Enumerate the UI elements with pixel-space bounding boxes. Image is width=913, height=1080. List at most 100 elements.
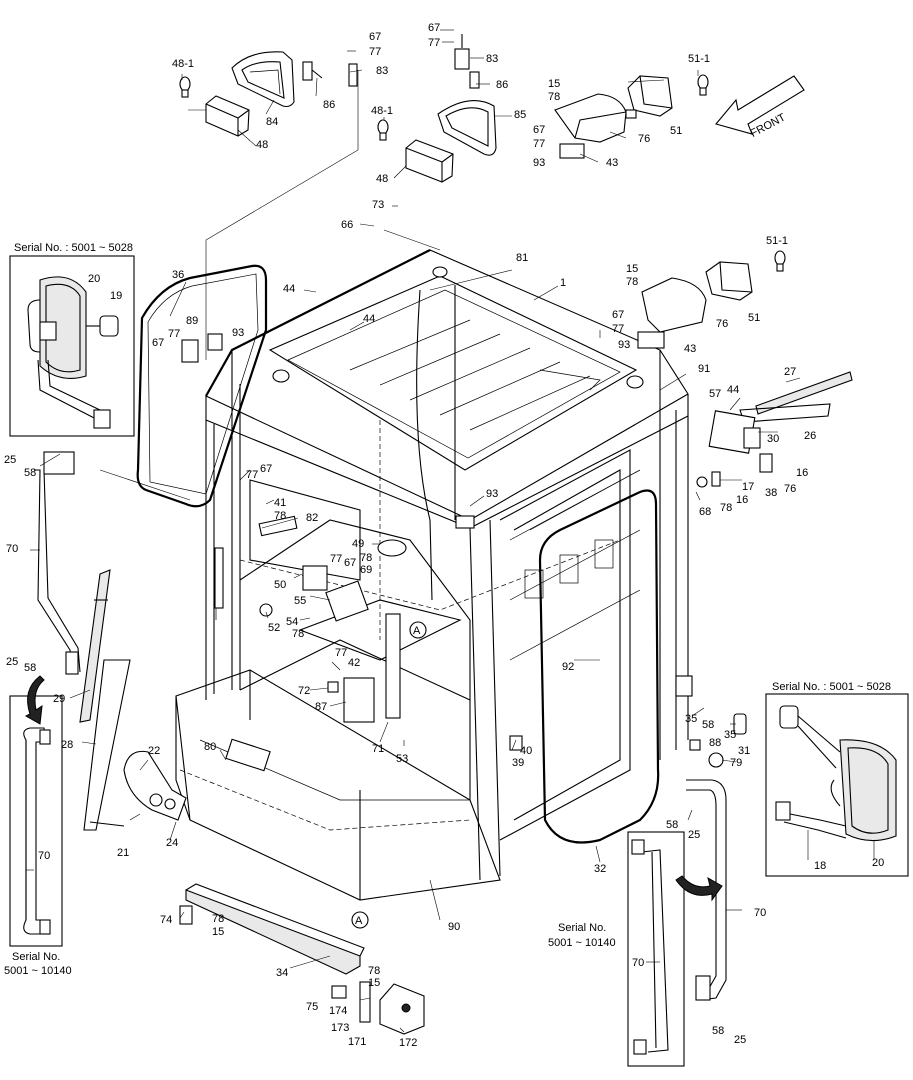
part-label: 172 [399, 1037, 417, 1049]
part-label: 83 [376, 65, 388, 77]
serial-note-bottom-right-1: Serial No. [558, 922, 606, 934]
part-label: 78 [626, 276, 638, 288]
part-label: 74 [160, 914, 172, 926]
part-label: 78 [720, 502, 732, 514]
part-label: 86 [496, 79, 508, 91]
part-label: 93 [533, 157, 545, 169]
part-label: 41 [274, 497, 286, 509]
part-label: 174 [329, 1005, 347, 1017]
part-label: 44 [727, 384, 739, 396]
part-label: 51 [670, 125, 682, 137]
swap-arrow-right [675, 875, 723, 902]
detail-marker-a-2-label: A [355, 915, 363, 927]
handrails [34, 451, 727, 1001]
part-label: 67 [369, 31, 381, 43]
part-label: 67 [612, 309, 624, 321]
part-label: 31 [738, 745, 750, 757]
part-label: 78 [274, 510, 286, 522]
part-label: 51-1 [766, 235, 788, 247]
part-label: 16 [796, 467, 808, 479]
part-label: 77 [612, 323, 624, 335]
serial-note-bottom-left-1: Serial No. [12, 951, 60, 963]
part-label: 25 [4, 454, 16, 466]
part-label: 35 [685, 713, 697, 725]
part-label: 91 [698, 363, 710, 375]
part-label: 58 [712, 1025, 724, 1037]
part-label: 17 [742, 481, 754, 493]
part-label: 40 [520, 745, 532, 757]
serial-note-bottom-left-2: 5001 ~ 10140 [4, 965, 72, 977]
part-label: 51-1 [688, 53, 710, 65]
part-label: 90 [448, 921, 460, 933]
part-label: 77 [369, 46, 381, 58]
part-labels: 67 77 83 86 84 48-1 48 67 77 83 86 85 48… [4, 22, 884, 1049]
part-label: 88 [709, 737, 721, 749]
part-label: 18 [814, 860, 826, 872]
part-label: 25 [688, 829, 700, 841]
part-label: 71 [372, 743, 384, 755]
part-label: 92 [562, 661, 574, 673]
part-label: 89 [186, 315, 198, 327]
detail-box-top-left: Serial No. : 5001 ~ 5028 [9, 242, 135, 437]
detail-box-right: Serial No. : 5001 ~ 5028 [765, 681, 909, 877]
part-label: 57 [709, 388, 721, 400]
work-lamp-assembly-center [377, 34, 497, 183]
part-label: 48 [376, 173, 388, 185]
work-lamp-assembly-right-upper [554, 74, 709, 159]
part-label: 21 [117, 847, 129, 859]
part-label: 43 [684, 343, 696, 355]
serial-note-top-left: Serial No. : 5001 ~ 5028 [14, 242, 133, 254]
part-label: 173 [331, 1022, 349, 1034]
part-label: 93 [618, 339, 630, 351]
detail-marker-a-1: A [409, 621, 427, 639]
part-label: 16 [736, 494, 748, 506]
part-label: 35 [724, 729, 736, 741]
part-label: 15 [368, 977, 380, 989]
leader-lines [26, 29, 875, 1033]
part-label: 15 [626, 263, 638, 275]
part-label: 50 [274, 579, 286, 591]
part-label: 58 [702, 719, 714, 731]
part-label: 78 [360, 552, 372, 564]
part-label: 76 [784, 483, 796, 495]
part-label: 42 [348, 657, 360, 669]
part-label: 54 [286, 616, 298, 628]
part-label: 87 [315, 701, 327, 713]
part-label: 30 [767, 433, 779, 445]
part-label: 44 [363, 313, 375, 325]
part-label: 55 [294, 595, 306, 607]
detail-box-bottom-left: Serial No. 5001 ~ 10140 [4, 695, 72, 977]
detail-marker-a-1-label: A [413, 625, 421, 637]
part-label: 72 [298, 685, 310, 697]
part-label: 73 [372, 199, 384, 211]
part-label: 84 [266, 116, 278, 128]
detail-marker-a-2: A [351, 911, 369, 929]
part-label: 38 [765, 487, 777, 499]
part-label: 67 [533, 124, 545, 136]
part-label: 44 [283, 283, 295, 295]
front-direction-arrow: FRONT [715, 75, 805, 140]
part-label: 79 [730, 757, 742, 769]
part-label: 67 [260, 463, 272, 475]
part-label: 86 [323, 99, 335, 111]
part-label: 69 [360, 564, 372, 576]
part-label: 20 [88, 273, 100, 285]
part-label: 77 [335, 647, 347, 659]
part-label: 77 [330, 553, 342, 565]
part-label: 82 [306, 512, 318, 524]
part-label: 39 [512, 757, 524, 769]
part-label: 77 [428, 37, 440, 49]
sun-visor [179, 883, 365, 975]
part-label: 32 [594, 863, 606, 875]
door-seal [538, 489, 660, 844]
part-label: 76 [716, 318, 728, 330]
part-label: 171 [348, 1036, 366, 1048]
part-label: 52 [268, 622, 280, 634]
part-label: 78 [548, 91, 560, 103]
part-label: 70 [754, 907, 766, 919]
part-label: 48-1 [172, 58, 194, 70]
part-label: 25 [6, 656, 18, 668]
detail-box-bottom-right: Serial No. 5001 ~ 10140 [548, 831, 685, 1067]
part-label: 51 [748, 312, 760, 324]
